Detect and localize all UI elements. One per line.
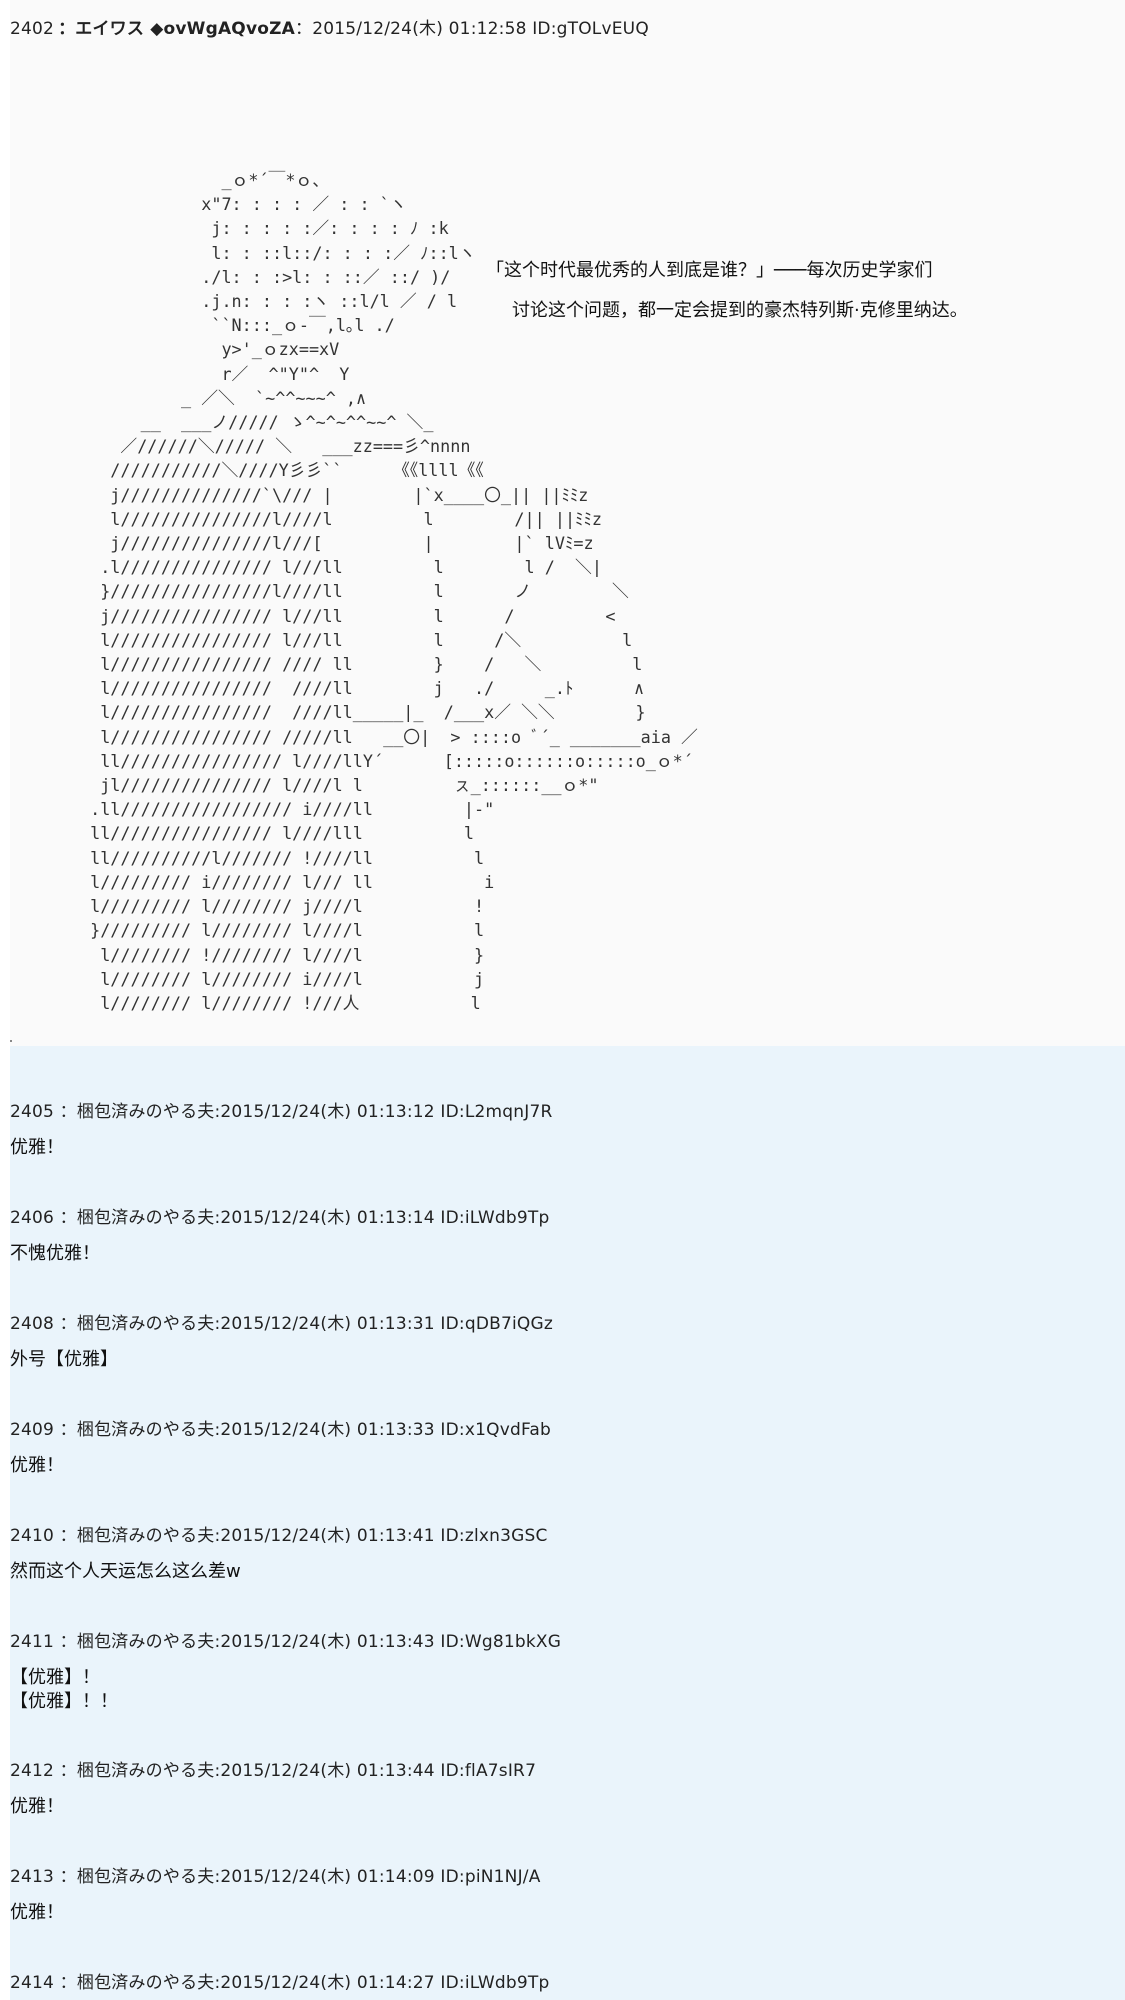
main-post-header: 2402：エイワス ◆ovWgAQvoZA：2015/12/24(木) 01:1… <box>10 14 649 39</box>
separator-dot <box>10 1040 12 1042</box>
reply-body: 外号【优雅】 <box>10 1349 118 1370</box>
reply-header: 2405 ：梱包済みのやる夫:2015/12/24(木) 01:13:12 ID… <box>10 1102 553 1122</box>
reply-body: 然而这个人天运怎么这么差w <box>10 1561 241 1582</box>
post-date: ：2015/12/24(木) 01:12:58 ID:gTOLvEUQ <box>295 19 649 39</box>
reply-body: 不愧优雅！ <box>10 1243 100 1264</box>
reply-header: 2408 ：梱包済みのやる夫:2015/12/24(木) 01:13:31 ID… <box>10 1314 553 1334</box>
reply-body: 优雅！ <box>10 1137 64 1158</box>
reply-header: 2412 ：梱包済みのやる夫:2015/12/24(木) 01:13:44 ID… <box>10 1761 537 1781</box>
reply-body: 【优雅】！ 【优雅】！！ <box>10 1667 118 1712</box>
reply-body: 优雅！ <box>10 1796 64 1817</box>
reply-header: 2410 ：梱包済みのやる夫:2015/12/24(木) 01:13:41 ID… <box>10 1526 548 1546</box>
reply-header: 2413 ：梱包済みのやる夫:2015/12/24(木) 01:14:09 ID… <box>10 1867 541 1887</box>
reply-header: 2409 ：梱包済みのやる夫:2015/12/24(木) 01:13:33 ID… <box>10 1420 551 1440</box>
ascii-art: _ｏ*´￣*ｏ、 x"7: : : : ／ : : `ヽ j: : : : :／… <box>90 170 698 1013</box>
sep: ： <box>58 19 76 39</box>
reply-body: 优雅！ <box>10 1902 64 1923</box>
poster-name: エイワス ◆ovWgAQvoZA <box>75 19 296 39</box>
post-number[interactable]: 2402 <box>10 19 55 39</box>
reply-header: 2406 ：梱包済みのやる夫:2015/12/24(木) 01:13:14 ID… <box>10 1208 550 1228</box>
quote-line-1: 「这个时代最优秀的人到底是谁？」───每次历史学家们 <box>486 260 933 281</box>
reply-header: 2411 ：梱包済みのやる夫:2015/12/24(木) 01:13:43 ID… <box>10 1632 562 1652</box>
reply-body: 优雅！ <box>10 1455 64 1476</box>
reply-list: 2405 ：梱包済みのやる夫:2015/12/24(木) 01:13:12 ID… <box>10 1046 1125 2000</box>
main-post: 2402：エイワス ◆ovWgAQvoZA：2015/12/24(木) 01:1… <box>10 0 1125 1046</box>
quote-line-2: 讨论这个问题，都一定会提到的豪杰特列斯·克修里纳达。 <box>512 300 968 321</box>
reply-header: 2414 ：梱包済みのやる夫:2015/12/24(木) 01:14:27 ID… <box>10 1973 550 1993</box>
